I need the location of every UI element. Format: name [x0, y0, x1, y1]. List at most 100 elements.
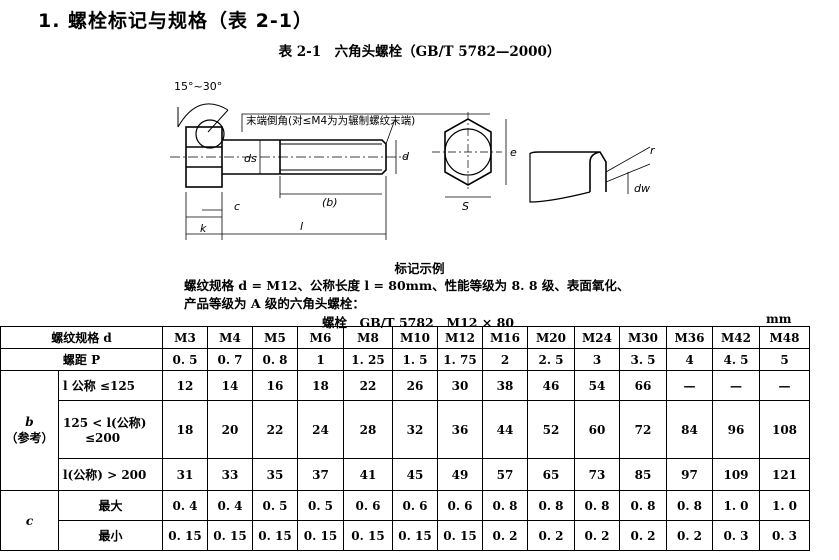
- c-cell: 0. 15: [343, 520, 393, 551]
- marking-title: 标记示例: [394, 261, 445, 276]
- b-cell: 45: [392, 458, 438, 491]
- b-cell: 97: [666, 458, 713, 491]
- row-label-c-min: 最小: [58, 520, 163, 551]
- b-cell: 16: [252, 370, 298, 401]
- pitch-cell: 0. 5: [162, 348, 208, 371]
- c-cell: 0. 6: [392, 490, 438, 521]
- table-row-c-min: 最小 0. 15 0. 15 0. 15 0. 15 0. 15 0. 15 0…: [1, 520, 810, 551]
- c-cell: 0. 5: [252, 490, 298, 521]
- size-cell: M36: [666, 326, 713, 349]
- size-cell: M5: [252, 326, 298, 349]
- row-label-b2-b: ≤200: [85, 431, 121, 445]
- c-cell: 0. 8: [527, 490, 575, 521]
- c-cell: 1. 0: [712, 490, 760, 521]
- b-label: (b): [322, 196, 338, 209]
- table-row-b1: b （参考） l 公称 ≤125 12 14 16 18 22 26 30 38…: [0, 370, 810, 491]
- b-cell: 18: [162, 400, 208, 459]
- b-cell: 109: [712, 458, 760, 491]
- d-label: d: [402, 150, 410, 163]
- b-cell: 44: [482, 400, 528, 459]
- pitch-cell: 1. 25: [343, 348, 393, 371]
- b-cell: 37: [297, 458, 344, 491]
- b-cell: 41: [343, 458, 393, 491]
- c-cell: 0. 2: [527, 520, 575, 551]
- c-cell: 0. 6: [437, 490, 483, 521]
- b-cell: 26: [392, 370, 438, 401]
- size-cell: M10: [392, 326, 438, 349]
- b-cell: 108: [759, 400, 810, 459]
- b-cell: 72: [619, 400, 667, 459]
- pitch-cell: 1. 5: [392, 348, 438, 371]
- c-cell: 0. 8: [619, 490, 667, 521]
- pitch-cell: 1. 75: [437, 348, 483, 371]
- pitch-cell: 1: [297, 348, 344, 371]
- b-cell: —: [759, 370, 810, 401]
- c-cell: 0. 2: [482, 520, 528, 551]
- c-cell: 0. 15: [437, 520, 483, 551]
- b-cell: 49: [437, 458, 483, 491]
- size-cell: M3: [162, 326, 208, 349]
- l-label: l: [300, 220, 303, 233]
- b-cell: —: [712, 370, 760, 401]
- c-cell: 0. 4: [162, 490, 208, 521]
- r-label: r: [650, 144, 656, 157]
- b-cell: 22: [343, 370, 393, 401]
- marking-line-1: 螺纹规格 d = M12、公称长度 l = 80mm、性能等级为 8. 8 级、…: [184, 278, 630, 293]
- b-cell: 32: [392, 400, 438, 459]
- b-cell: 46: [527, 370, 575, 401]
- unit-label: mm: [766, 312, 792, 326]
- s-label: S: [462, 200, 469, 213]
- c-cell: 0. 8: [482, 490, 528, 521]
- section-heading: 1. 螺栓标记与规格（表 2-1）: [38, 10, 313, 32]
- b-cell: 73: [574, 458, 620, 491]
- dw-label: dw: [634, 182, 650, 195]
- pitch-cell: 0. 7: [207, 348, 253, 371]
- c-cell: 0. 3: [712, 520, 760, 551]
- c-cell: 0. 5: [297, 490, 344, 521]
- size-cell: M20: [527, 326, 575, 349]
- b-cell: 31: [162, 458, 208, 491]
- b-cell: 33: [207, 458, 253, 491]
- k-label: k: [200, 222, 207, 235]
- c-cell: 1. 0: [759, 490, 810, 521]
- angle-label: 15°~30°: [174, 80, 222, 93]
- row-label-size: 螺纹规格 d: [0, 326, 163, 349]
- table-row-pitch: 螺距 P 0. 5 0. 7 0. 8 1 1. 25 1. 5 1. 75 2…: [0, 348, 810, 371]
- pitch-cell: 4. 5: [712, 348, 760, 371]
- c-cell: 0. 6: [343, 490, 393, 521]
- e-label: e: [510, 146, 517, 159]
- b-cell: 38: [482, 370, 528, 401]
- b-symbol: b: [25, 415, 34, 429]
- b-cell: 57: [482, 458, 528, 491]
- b-cell: 85: [619, 458, 667, 491]
- table-row-size: 螺纹规格 d M3 M4 M5 M6 M8 M10 M12 M16 M20 M2…: [0, 326, 810, 349]
- size-cell: M4: [207, 326, 253, 349]
- c-cell: 0. 2: [574, 520, 620, 551]
- c-cell: 0. 15: [392, 520, 438, 551]
- size-cell: M24: [574, 326, 620, 349]
- b-cell: 24: [297, 400, 344, 459]
- row-label-b2-a: 125 < l(公称): [63, 416, 147, 430]
- b-cell: 35: [252, 458, 298, 491]
- pitch-cell: 4: [666, 348, 713, 371]
- pitch-cell: 2: [482, 348, 528, 371]
- b-cell: 84: [666, 400, 713, 459]
- c-group-label: c: [0, 490, 59, 551]
- b-cell: 54: [574, 370, 620, 401]
- c-cell: 0. 15: [207, 520, 253, 551]
- b-cell: 96: [712, 400, 760, 459]
- b-cell: 30: [437, 370, 483, 401]
- c-cell: 0. 2: [666, 520, 713, 551]
- table-row-b3: l(公称) > 200 31 33 35 37 41 45 49 57 65 7…: [1, 458, 810, 491]
- b-cell: 18: [297, 370, 344, 401]
- b-cell: 121: [759, 458, 810, 491]
- table-row-b2: 125 < l(公称) ≤200 18 20 22 24 28 32 36 44…: [1, 400, 810, 459]
- table-row-c-max: c 最大 0. 4 0. 4 0. 5 0. 5 0. 6 0. 6 0. 6 …: [0, 490, 810, 551]
- row-label-b2: 125 < l(公称) ≤200: [58, 400, 163, 459]
- b-ref: （参考）: [5, 431, 54, 445]
- c-label: c: [234, 200, 240, 213]
- b-cell: 60: [574, 400, 620, 459]
- c-cell: 0. 8: [666, 490, 713, 521]
- pitch-cell: 3. 5: [619, 348, 667, 371]
- b-cell: 14: [207, 370, 253, 401]
